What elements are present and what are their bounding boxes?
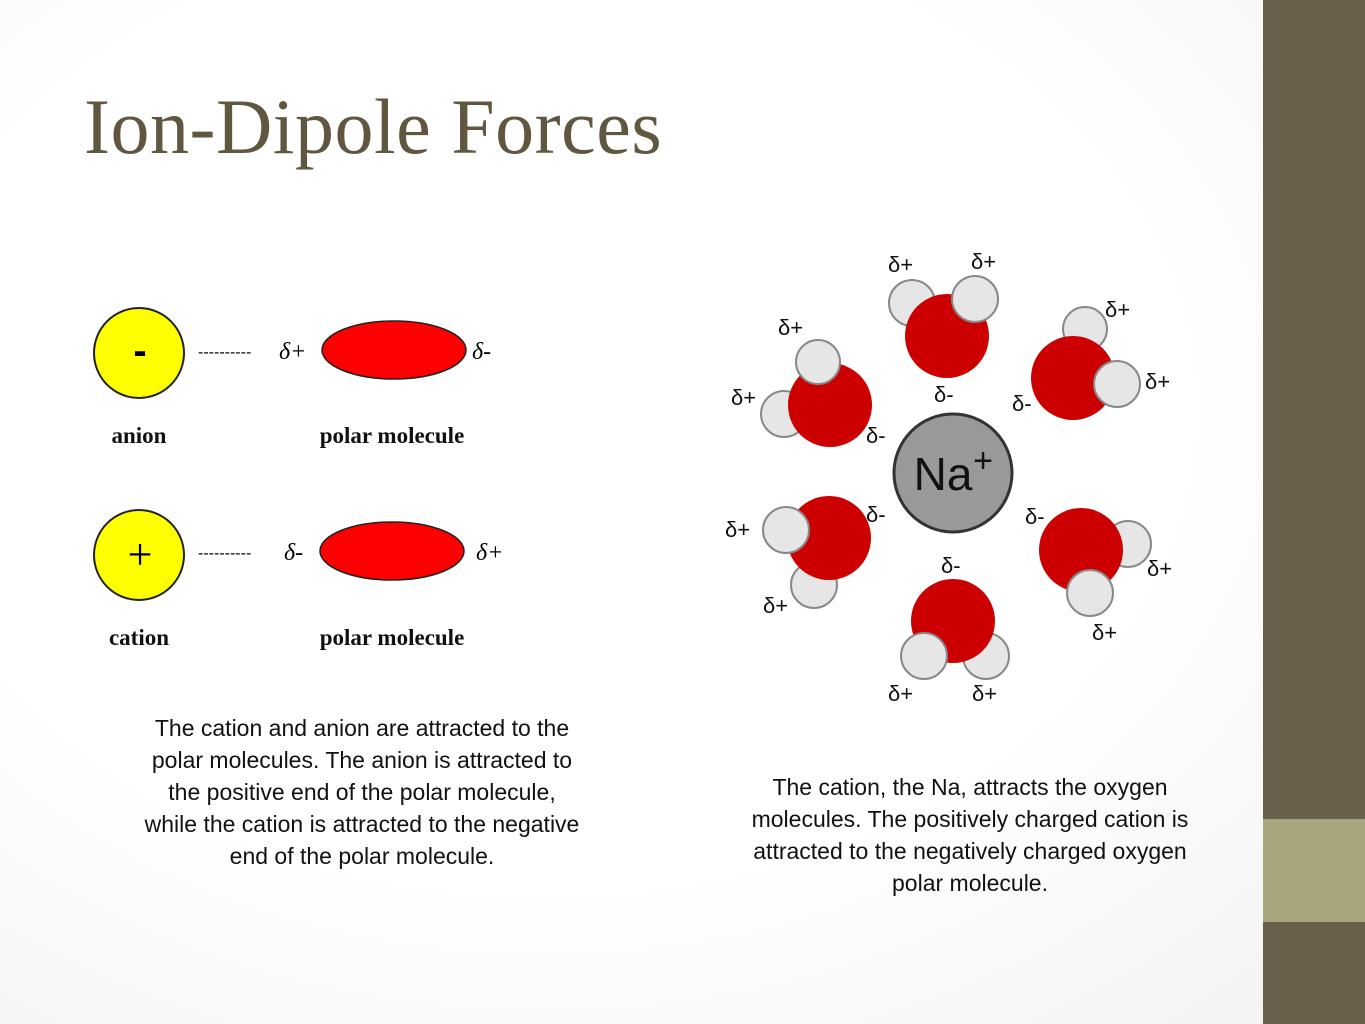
anion-molecule-label: polar molecule bbox=[320, 423, 465, 448]
sodium-charge: + bbox=[973, 442, 993, 480]
sodium-hydration-diagram: Na + δ+ δ+ δ+ δ+ δ+ δ+ δ- δ- δ- δ- δ- δ+… bbox=[725, 249, 1172, 706]
cation-dashes: ---------- bbox=[198, 545, 251, 562]
partial-positive-label: δ+ bbox=[1147, 556, 1172, 581]
water-molecule-upper-right bbox=[1031, 306, 1141, 420]
partial-positive-label: δ+ bbox=[778, 315, 803, 340]
sodium-ion bbox=[892, 412, 1014, 534]
cation-label: cation bbox=[109, 625, 169, 650]
anion-far-charge: δ- bbox=[472, 339, 491, 365]
partial-positive-label: δ+ bbox=[888, 252, 913, 277]
partial-negative-label: δ- bbox=[941, 553, 961, 578]
partial-negative-label: δ- bbox=[866, 423, 886, 448]
oxygen-atom bbox=[1039, 508, 1123, 592]
sidebar-accent-block bbox=[1263, 819, 1365, 922]
cation-near-charge: δ- bbox=[284, 540, 303, 566]
partial-positive-label: δ+ bbox=[971, 249, 996, 274]
left-caption: The cation and anion are attracted to th… bbox=[144, 715, 580, 869]
partial-positive-label: δ+ bbox=[1105, 297, 1130, 322]
partial-positive-label: δ+ bbox=[888, 681, 913, 706]
partial-negative-label: δ- bbox=[1025, 504, 1045, 529]
cation-circle bbox=[93, 509, 185, 601]
partial-positive-label: δ+ bbox=[1145, 369, 1170, 394]
partial-negative-label: δ- bbox=[866, 502, 886, 527]
anion-polar-molecule bbox=[321, 320, 467, 380]
oxygen-atom bbox=[1031, 336, 1115, 420]
anion-label: anion bbox=[112, 423, 167, 448]
partial-positive-label: δ+ bbox=[731, 385, 756, 410]
hydrogen-atom bbox=[762, 506, 810, 554]
water-molecule-lower-left bbox=[762, 496, 871, 609]
water-molecule-upper-left bbox=[760, 339, 872, 447]
anion-circle bbox=[93, 307, 185, 399]
partial-charge-labels: δ+ δ+ δ+ δ+ δ+ δ+ δ- δ- δ- δ- δ- δ+ δ- δ… bbox=[725, 249, 1172, 706]
right-caption: The cation, the Na, attracts the oxygen … bbox=[751, 774, 1189, 896]
partial-positive-label: δ+ bbox=[725, 517, 750, 542]
anion-dashes: ---------- bbox=[198, 344, 251, 361]
oxygen-atom bbox=[787, 496, 871, 580]
hydrogen-atom bbox=[951, 275, 999, 323]
cation-polar-molecule bbox=[319, 521, 465, 581]
cation-symbol: + bbox=[128, 530, 153, 579]
cation-molecule-label: polar molecule bbox=[320, 625, 465, 650]
oxygen-atom bbox=[788, 363, 872, 447]
hydrogen-atom bbox=[1066, 569, 1114, 617]
partial-negative-label: δ- bbox=[1012, 391, 1032, 416]
slide-title: Ion-Dipole Forces bbox=[84, 83, 663, 170]
water-molecule-bottom bbox=[900, 579, 1010, 680]
anion-symbol: - bbox=[133, 329, 146, 373]
partial-positive-label: δ+ bbox=[1092, 620, 1117, 645]
anion-row: - ---------- δ+ δ- anion polar molecule bbox=[93, 307, 491, 448]
anion-near-charge: δ+ bbox=[279, 339, 306, 365]
sodium-symbol: Na bbox=[914, 448, 973, 500]
cation-row: + ---------- δ- δ+ cation polar molecule bbox=[93, 509, 503, 650]
water-molecule-top bbox=[888, 275, 999, 378]
hydrogen-atom bbox=[900, 632, 948, 680]
partial-positive-label: δ+ bbox=[763, 593, 788, 618]
cation-far-charge: δ+ bbox=[476, 540, 503, 566]
hydrogen-atom bbox=[795, 339, 841, 385]
partial-negative-label: δ- bbox=[934, 382, 954, 407]
partial-positive-label: δ+ bbox=[972, 681, 997, 706]
water-molecule-lower-right bbox=[1039, 508, 1152, 617]
hydrogen-atom bbox=[1093, 360, 1141, 408]
